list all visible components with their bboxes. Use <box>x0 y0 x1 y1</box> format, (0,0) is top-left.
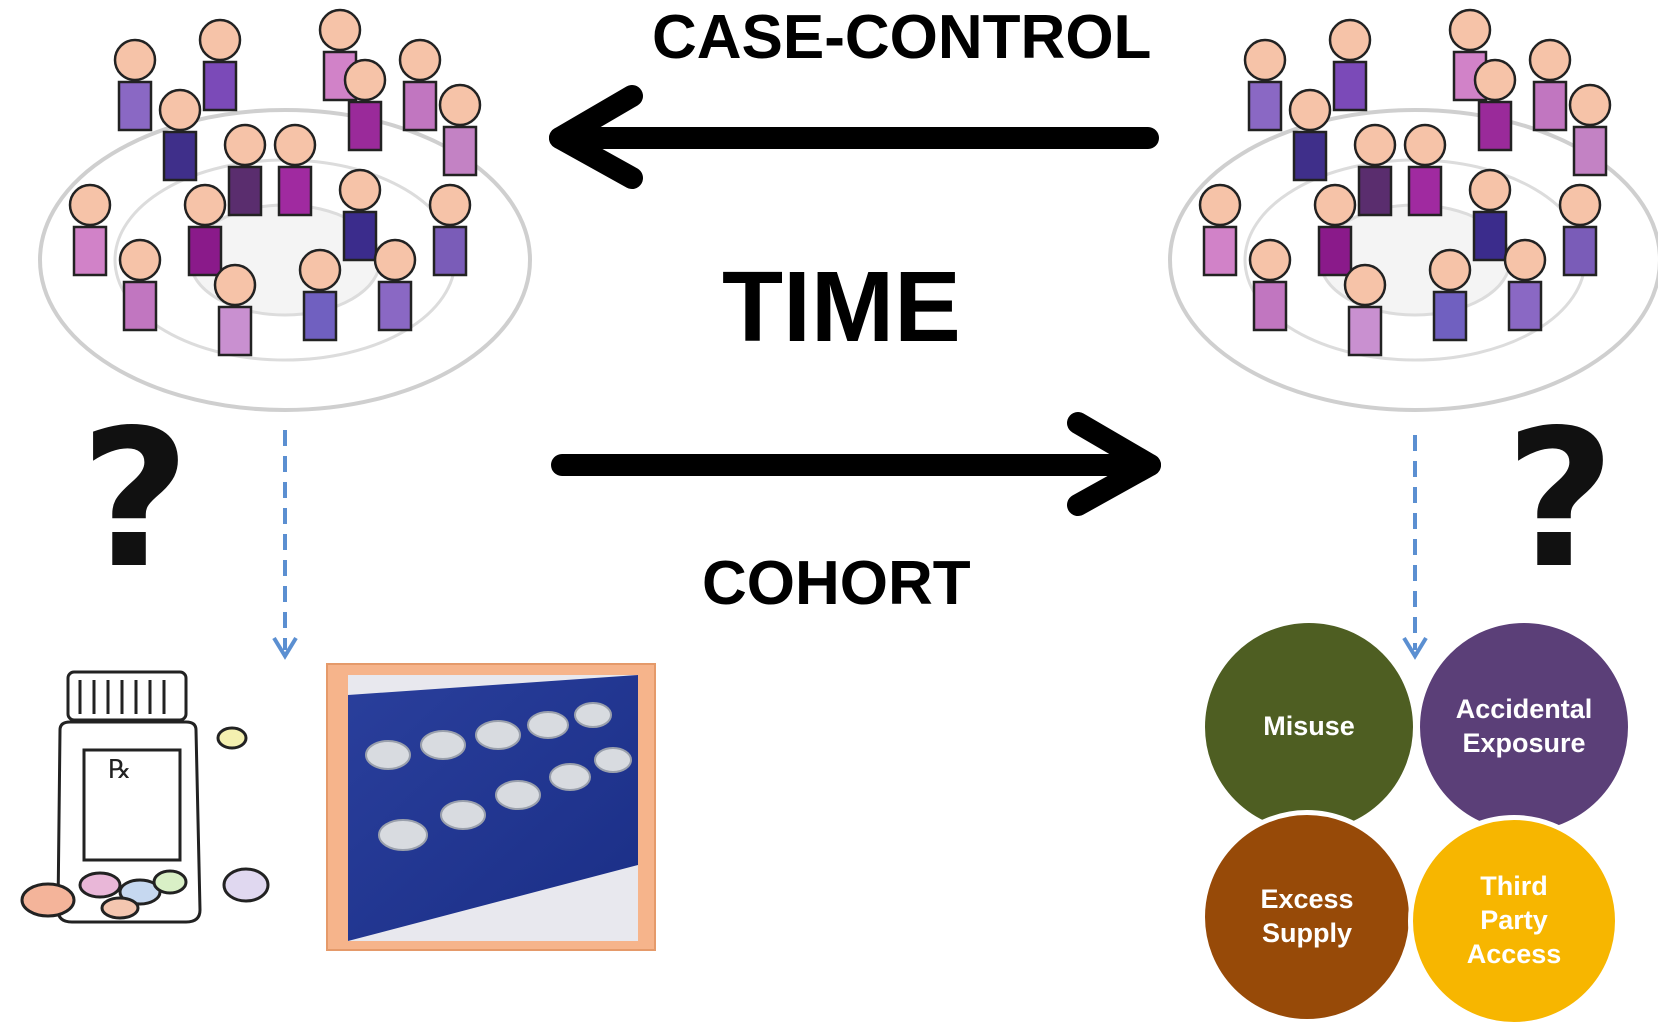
time-label: TIME <box>722 251 961 363</box>
arrow-left-icon <box>549 85 1159 189</box>
case-control-label: CASE-CONTROL <box>652 3 1152 72</box>
question-mark-left: ? <box>80 389 191 610</box>
dashed-arrow-left <box>272 430 298 660</box>
misuse-circle: Misuse <box>1200 618 1418 836</box>
dashed-arrow-right <box>1402 435 1428 660</box>
prescription-bottle-icon: ℞ <box>20 670 270 924</box>
crowd-illustration-right <box>1168 8 1658 412</box>
svg-text:℞: ℞ <box>108 755 131 785</box>
blister-pack-image <box>348 675 638 941</box>
arrow-right-icon <box>551 412 1161 516</box>
cohort-label: COHORT <box>702 549 971 618</box>
pill-blister-pack-photo <box>326 663 656 951</box>
misuse-label: Misuse <box>1263 711 1355 742</box>
crowd-illustration-left <box>38 8 532 412</box>
question-mark-right: ? <box>1505 389 1616 610</box>
